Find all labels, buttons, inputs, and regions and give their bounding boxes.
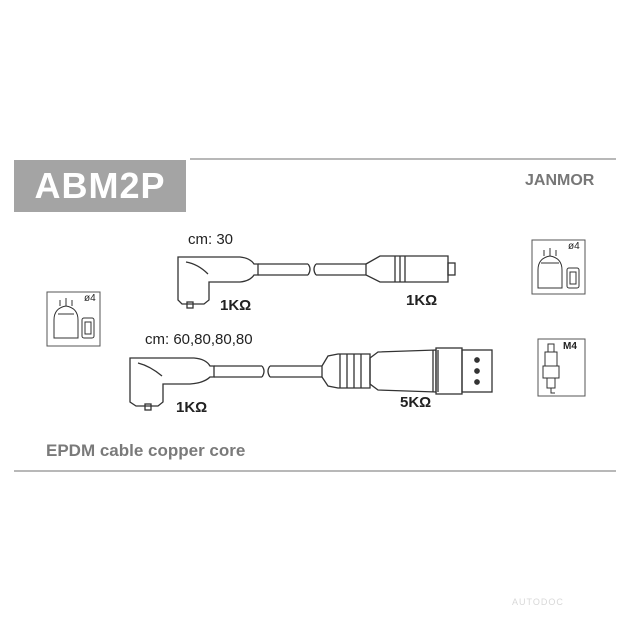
cable-1 (177, 255, 456, 309)
brand-name: JANMOR (525, 172, 595, 189)
cable-2-coil-pin-1 (474, 357, 480, 363)
cable-2-coil-boot-ribs (432, 350, 439, 392)
cable-2-wire-b (267, 365, 322, 378)
cable-1-right-boot (365, 255, 449, 283)
cable-1-wire-a (258, 263, 311, 276)
cable-2-left-resistance: 1KΩ (176, 399, 208, 416)
spark-plug-label: M4 (563, 341, 577, 352)
cable-2-mid-boot (321, 353, 371, 389)
cable-1-left-resistance: 1KΩ (220, 297, 252, 314)
cable-1-left-boot-bend (185, 261, 209, 275)
cable-2-left-boot-bend (137, 362, 163, 377)
cable-2-coil-connector (461, 349, 493, 393)
cable-1-right-boot-ribs (394, 256, 406, 282)
cable-2-wire-a (214, 365, 265, 378)
cable-2-coil-boot (369, 349, 437, 393)
distributor-left-label: ø4 (84, 293, 96, 304)
cable-2-mid-boot-ribs (339, 354, 362, 388)
part-number: ABM2P (34, 165, 166, 206)
cable-1-wire-b (313, 263, 366, 276)
cable-1-length-label: cm: 30 (188, 231, 234, 248)
distributor-icon-left (46, 291, 101, 347)
spark-plug-icon (537, 338, 586, 397)
distributor-right-label: ø4 (568, 241, 580, 252)
cable-2 (129, 347, 493, 411)
part-number-badge: ABM2P (14, 160, 186, 212)
cable-1-left-boot (177, 256, 259, 305)
distributor-icon-right (531, 239, 586, 295)
cable-2-coil-collar (435, 347, 463, 395)
cable-2-left-terminal (144, 403, 152, 411)
cable-2-left-boot (129, 357, 215, 407)
cable-2-coil-pin-2 (474, 368, 480, 374)
cable-1-right-terminal (447, 262, 456, 276)
cable-description: EPDM cable copper core (46, 441, 246, 460)
cable-2-length-label: cm: 60,80,80,80 (145, 331, 253, 348)
cable-1-right-resistance: 1KΩ (406, 292, 438, 309)
footer-divider (14, 470, 616, 472)
watermark-logo: AUTODOC (512, 597, 564, 607)
cable-2-right-resistance: 5KΩ (400, 394, 432, 411)
cable-1-left-terminal (186, 301, 194, 309)
header-divider (190, 158, 616, 160)
cable-2-coil-pin-3 (474, 379, 480, 385)
